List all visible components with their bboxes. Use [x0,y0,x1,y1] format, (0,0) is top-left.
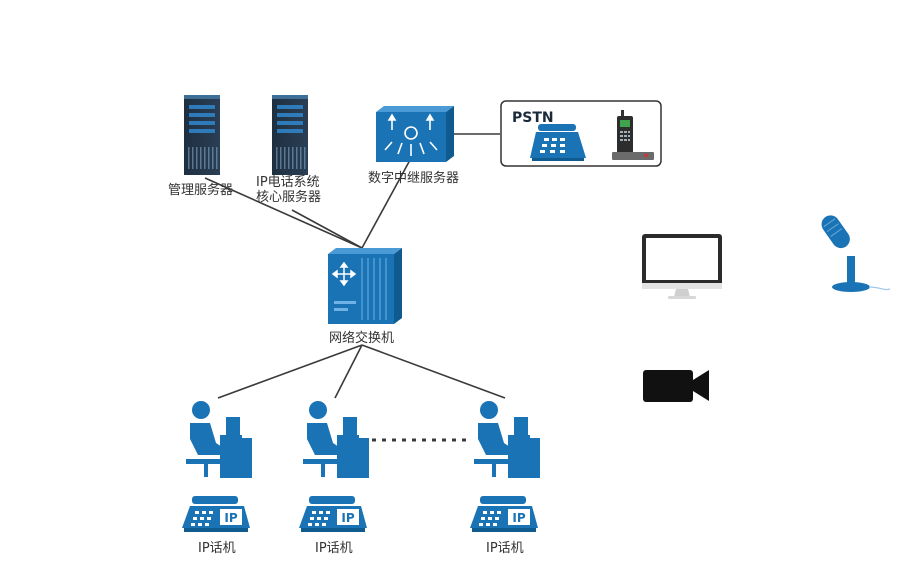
trunk-server-icon [376,106,454,162]
desk-phone-icon [530,124,586,161]
user-workstation-icon-1 [186,401,252,478]
network-switch-icon [328,248,402,324]
monitor-icon [642,234,722,299]
ip-phone-icon-3: IP [470,496,538,532]
ip-phone-label-3: IP话机 [486,541,524,556]
microphone-icon [821,215,891,292]
mgmt-server-label: 管理服务器 [168,183,234,198]
ip-phone-label-2: IP话机 [315,541,353,556]
ip-phone-label-1: IP话机 [198,541,236,556]
trunk-server-label: 数字中继服务器 [368,171,460,186]
user-workstation-icon-3 [474,401,540,478]
link-mgmt-switch [204,177,363,249]
ip-phone-icon-2: IP [299,496,367,532]
core-server-label-line2: 核心服务器 [256,190,322,205]
mgmt-server-icon [184,95,220,175]
connections [204,133,506,442]
camera-icon [643,370,709,402]
switch-label: 网络交换机 [329,331,395,346]
ip-phone-badge-2: IP [341,511,354,525]
pstn-label: PSTN [512,110,554,126]
ip-phone-badge-1: IP [224,511,237,525]
ip-phone-icon-1: IP [182,496,250,532]
link-switch-phone1 [217,344,363,399]
link-trunk-switch [361,159,411,249]
mobile-phone-icon [612,110,654,160]
core-server-label-line1: IP电话系统 [256,175,320,190]
link-core-switch [291,209,363,249]
user-workstation-icon-2 [303,401,369,478]
core-server-icon [272,95,308,175]
link-switch-phone2 [334,344,363,399]
link-switch-phone3 [361,344,506,399]
ip-phone-badge-3: IP [512,511,525,525]
